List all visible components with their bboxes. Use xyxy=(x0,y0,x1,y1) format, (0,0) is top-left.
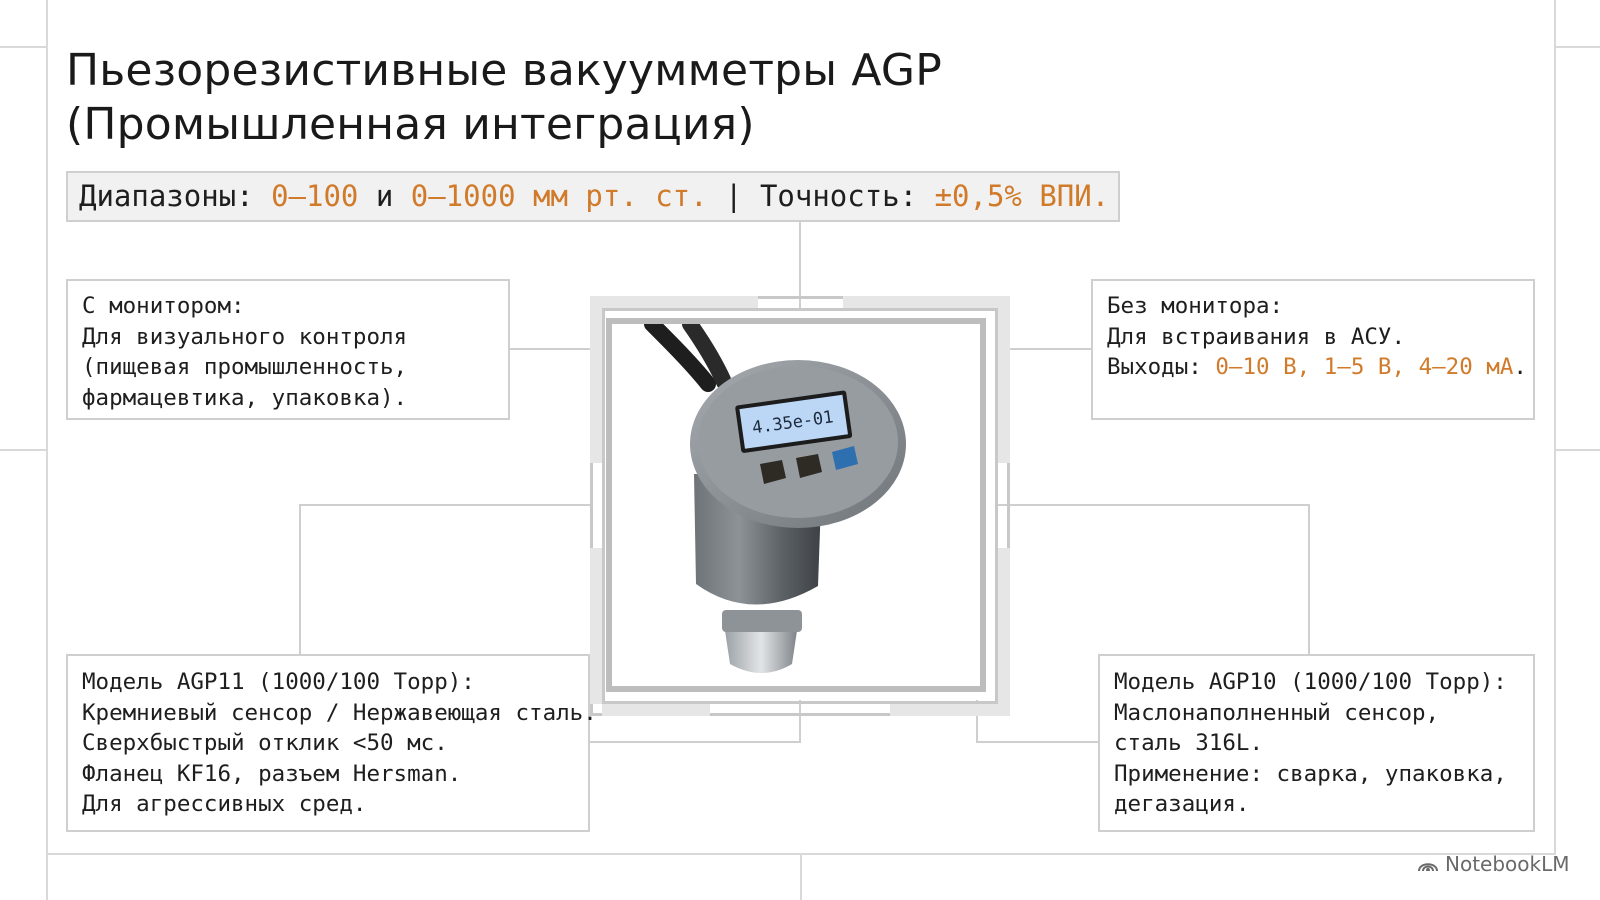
connector-banner-device xyxy=(799,222,801,310)
frame-tick-right-top xyxy=(1556,46,1600,48)
outputs-label: Выходы: xyxy=(1107,354,1216,381)
range-1: 0–100 xyxy=(271,179,359,213)
agp11-line-4: Фланец KF16, разъем Hersman. xyxy=(82,760,462,787)
bracket-tab-top-left xyxy=(590,296,758,308)
box-without-monitor: Без монитора: Для встраивания в АСУ. Вых… xyxy=(1091,279,1535,420)
notebooklm-icon xyxy=(1418,863,1438,872)
bracket-tab-right-top xyxy=(998,308,1010,463)
connector-bottom-left xyxy=(590,741,801,743)
agp10-line-5: дегазация. xyxy=(1114,791,1250,818)
connector-left-mid-v xyxy=(299,504,301,654)
connector-bottom-left-v xyxy=(799,700,801,742)
frame-tick-left-top xyxy=(0,46,46,48)
accuracy-value: ±0,5% ВПИ. xyxy=(934,179,1110,213)
agp10-line-3: сталь 316L. xyxy=(1114,730,1264,757)
agp10-line-1: Модель AGP10 (1000/100 Торр): xyxy=(1114,669,1507,695)
connector-left-top xyxy=(509,348,593,350)
bracket-tab-bottom-left xyxy=(602,704,710,716)
specs-banner: Диапазоны: 0–100 и 0–1000 мм рт. ст. | Т… xyxy=(66,171,1120,222)
page-title: Пьезорезистивные вакуумметры AGP (Промыш… xyxy=(66,44,1166,152)
with-monitor-line-4: фармацевтика, упаковка). xyxy=(82,384,408,411)
frame-tick-bottom-mid xyxy=(800,855,802,900)
connector-left-mid-h xyxy=(299,504,593,506)
bracket-tab-left-bottom xyxy=(590,548,602,704)
outputs-value: 0–10 В, 1–5 В, 4–20 мА xyxy=(1215,354,1514,381)
agp11-line-1: Модель AGP11 (1000/100 Торр): xyxy=(82,669,475,695)
with-monitor-line-3: (пищевая промышленность, xyxy=(82,354,408,381)
bracket-tab-top-right xyxy=(843,296,1010,308)
connector-bottom-right xyxy=(976,741,1098,743)
bracket-tab-bottom-right xyxy=(890,704,1010,716)
title-line-1: Пьезорезистивные вакуумметры AGP xyxy=(66,45,942,96)
agp10-line-4: Применение: сварка, упаковка, xyxy=(1114,760,1507,787)
device-image: 4.35e-01 xyxy=(606,316,986,692)
frame-right-line xyxy=(1554,0,1556,855)
logo-text: NotebookLM xyxy=(1445,852,1570,876)
outputs-end: . xyxy=(1513,354,1527,381)
connector-right-mid-v xyxy=(1308,504,1310,654)
title-line-2: (Промышленная интеграция) xyxy=(66,99,755,150)
agp10-line-2: Маслонаполненный сенсор, xyxy=(1114,699,1440,726)
device-bracket-outer xyxy=(590,296,1010,716)
connector-right-mid-h xyxy=(998,504,1310,506)
range-2: 0–1000 мм рт. ст. xyxy=(410,179,708,213)
agp11-line-3: Сверхбыстрый отклик <50 мс. xyxy=(82,730,448,757)
without-monitor-line-1: Без монитора: xyxy=(1107,293,1284,319)
frame-tick-bottom-left xyxy=(46,855,48,900)
with-monitor-line-2: Для визуального контроля xyxy=(82,323,408,350)
bracket-tab-right-bottom xyxy=(998,548,1010,704)
banner-separator: | xyxy=(707,179,760,213)
frame-tick-left-mid xyxy=(0,449,46,451)
with-monitor-line-1: С монитором: xyxy=(82,293,245,319)
frame-bottom-line xyxy=(46,853,1556,855)
device-bracket-inner xyxy=(602,308,998,704)
box-agp11: Модель AGP11 (1000/100 Торр): Кремниевый… xyxy=(66,654,597,832)
vacuum-gauge-illustration: 4.35e-01 xyxy=(644,316,906,673)
connector-bottom-right-v xyxy=(976,700,978,742)
without-monitor-line-2: Для встраивания в АСУ. xyxy=(1107,323,1406,350)
agp11-line-2: Кремниевый сенсор / Нержавеющая сталь. xyxy=(82,699,597,726)
frame-tick-right-mid xyxy=(1556,449,1600,451)
without-monitor-line-3: Выходы: 0–10 В, 1–5 В, 4–20 мА. xyxy=(1107,352,1533,383)
notebooklm-logo: NotebookLM xyxy=(1417,852,1570,876)
accuracy-label: Точность: xyxy=(759,179,935,213)
agp11-line-5: Для агрессивных сред. xyxy=(82,791,367,818)
ranges-conj: и xyxy=(358,179,411,213)
box-with-monitor: С монитором: Для визуального контроля (п… xyxy=(66,279,510,420)
ranges-label: Диапазоны: xyxy=(79,179,272,213)
box-agp10: Модель AGP10 (1000/100 Торр): Маслонапол… xyxy=(1098,654,1535,832)
connector-right-top xyxy=(1008,348,1091,350)
frame-left-line xyxy=(46,0,48,855)
bracket-tab-left-top xyxy=(590,308,602,463)
